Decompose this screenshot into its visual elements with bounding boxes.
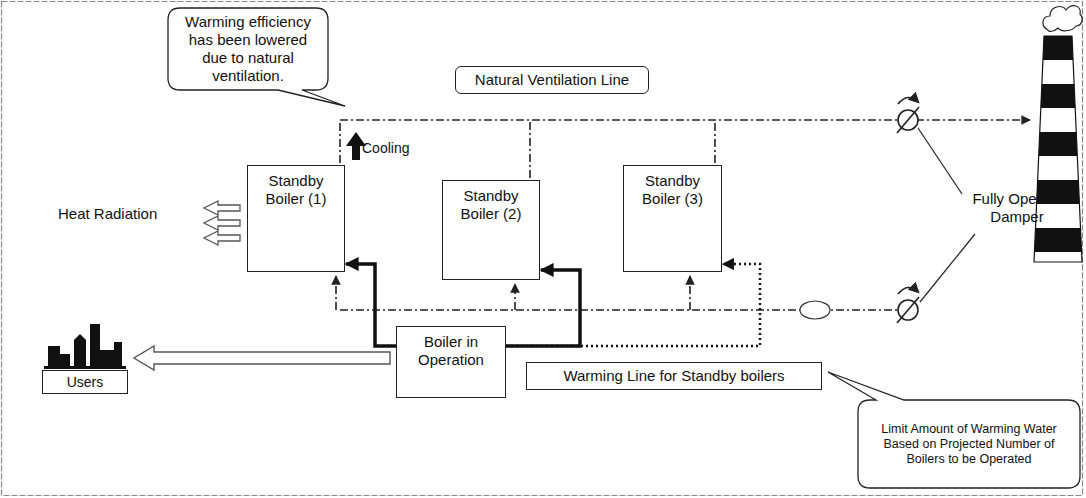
- text-block: Standby Boiler (2): [443, 181, 539, 229]
- node-text: Standby Boiler (2): [447, 187, 535, 223]
- boiler-box: Standby Boiler (3): [623, 165, 722, 272]
- boiler-box: Standby Boiler (2): [442, 180, 540, 280]
- callout-outline: [168, 8, 345, 106]
- warming-line: [506, 270, 580, 346]
- node-text: Warming Line for Standby boilers: [533, 367, 815, 385]
- node-text: Limit Amount of Warming Water Based on P…: [868, 422, 1070, 467]
- callout-bubble: Limit Amount of Warming Water Based on P…: [858, 400, 1080, 488]
- node-text: Users: [47, 374, 123, 391]
- text-block: Warming efficiency has been lowered due …: [168, 9, 328, 89]
- chimney: [1030, 6, 1086, 270]
- boiler-box: Standby Boiler (1): [247, 165, 345, 272]
- damper-label: Fully Opened Damper: [952, 190, 1082, 226]
- heat-radiation-arrows: [204, 201, 240, 245]
- node-text: Boiler in Operation: [401, 333, 501, 369]
- users-box: Users: [42, 370, 128, 394]
- speech-oval: [800, 301, 830, 319]
- callout-outline: [828, 372, 1080, 488]
- node-text: Standby Boiler (3): [628, 172, 717, 208]
- line-label-box: Natural Ventilation Line: [455, 66, 649, 94]
- callout-bubble: Warming efficiency has been lowered due …: [168, 8, 328, 90]
- text-block: Warming Line for Standby boilers: [527, 365, 821, 387]
- text-block: Boiler in Operation: [397, 327, 505, 375]
- node-text: Natural Ventilation Line: [462, 71, 642, 89]
- leader-line: [918, 128, 975, 302]
- text-block: Limit Amount of Warming Water Based on P…: [858, 418, 1080, 471]
- flow-arrow: [134, 346, 390, 370]
- line-label-box: Warming Line for Standby boilers: [526, 362, 822, 390]
- node-text: Warming efficiency has been lowered due …: [176, 13, 320, 85]
- annotation-label: Heat Radiation: [58, 205, 198, 223]
- city-icon: [44, 324, 126, 369]
- annotation-label: Cooling: [362, 140, 442, 157]
- node-text: Standby Boiler (1): [252, 172, 340, 208]
- text-block: Standby Boiler (3): [624, 166, 721, 214]
- warming-line-dotted: [506, 264, 760, 346]
- text-block: Natural Ventilation Line: [456, 69, 648, 91]
- text-block: Users: [43, 373, 127, 392]
- boiler-box: Boiler in Operation: [396, 326, 506, 398]
- text-block: Standby Boiler (1): [248, 166, 344, 214]
- damper-symbol: [897, 97, 919, 323]
